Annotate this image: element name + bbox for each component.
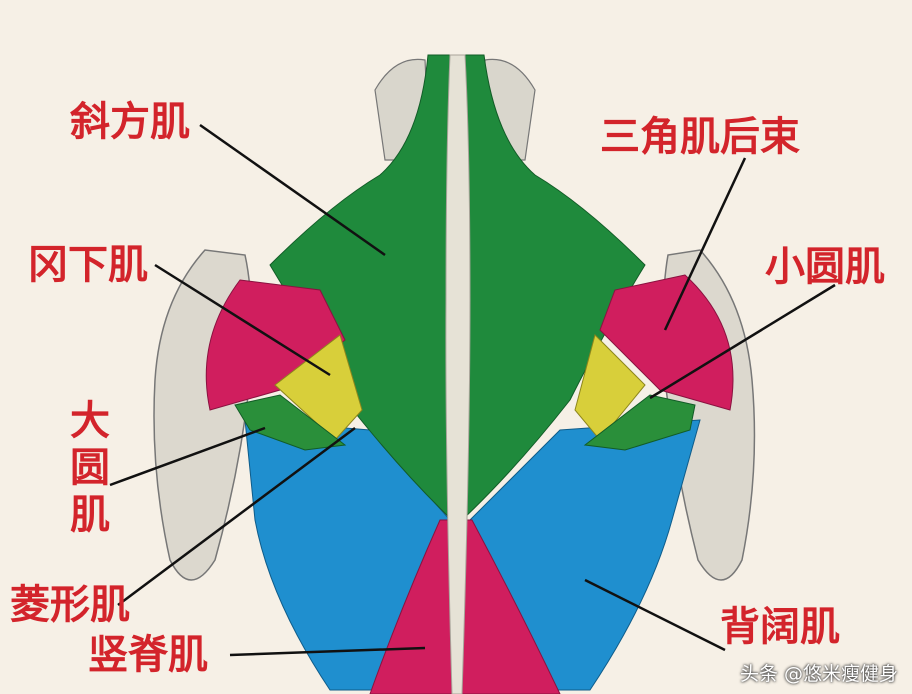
- pointer-teres-minor: [649, 283, 836, 400]
- label-latissimus: 背阔肌: [720, 604, 840, 650]
- label-posterior-deltoid: 三角肌后束: [600, 114, 800, 160]
- trapezius-left: [269, 54, 453, 522]
- trapezius-right: [461, 54, 646, 522]
- pointer-teres-major: [109, 426, 266, 487]
- label-infraspinatus: 冈下肌: [28, 242, 148, 288]
- pointer-posterior-deltoid: [663, 157, 747, 331]
- teres-major-left: [234, 394, 347, 451]
- infraspinatus-right: [599, 274, 734, 411]
- trapezius: [269, 54, 646, 522]
- label-rhomboid: 菱形肌: [10, 582, 130, 628]
- pointer-erector-spinae: [229, 646, 426, 657]
- pointer-lines: [109, 123, 836, 657]
- teres-major-right: [583, 394, 696, 451]
- pointer-rhomboid: [117, 426, 356, 607]
- pointer-latissimus: [584, 578, 726, 652]
- watermark: 头条 @悠米瘦健身: [739, 663, 898, 685]
- pointer-infraspinatus: [154, 263, 331, 377]
- label-teres-major: 大圆肌: [70, 398, 110, 539]
- infraspinatus: [205, 274, 734, 411]
- spine: [445, 54, 471, 694]
- teres-major: [234, 394, 696, 451]
- label-teres-minor: 小圆肌: [765, 244, 885, 290]
- label-trapezius: 斜方肌: [70, 99, 190, 145]
- pointer-trapezius: [199, 123, 386, 257]
- label-erector-spinae: 竖脊肌: [88, 632, 208, 678]
